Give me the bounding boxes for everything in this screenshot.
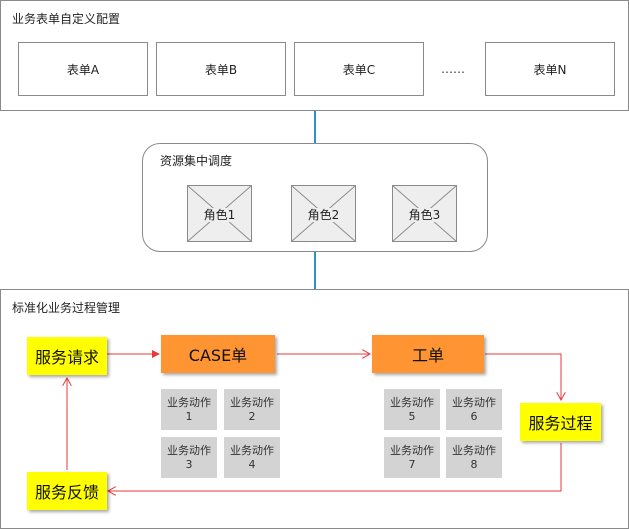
action-number: 8 [470,457,478,471]
connector-top-middle [314,111,316,144]
action-label: 业务动作 [390,395,434,409]
form-a-box[interactable]: 表单A [18,42,148,96]
resource-scheduling-title: 资源集中调度 [160,154,233,168]
action-label: 业务动作 [230,395,274,409]
action-number: 4 [248,457,256,471]
process-management-title: 标准化业务过程管理 [12,301,121,315]
work-order-node[interactable]: 工单 [372,335,484,373]
action-number: 7 [408,457,416,471]
action-label: 业务动作 [167,395,211,409]
case-order-node[interactable]: CASE单 [161,335,275,373]
form-config-title: 业务表单自定义配置 [12,12,121,26]
action-number: 3 [185,457,193,471]
service-feedback-node[interactable]: 服务反馈 [27,472,107,510]
connector-middle-bottom [314,251,316,289]
form-b-box[interactable]: 表单B [156,42,286,96]
action-number: 1 [185,409,193,423]
action-label: 业务动作 [452,443,496,457]
action-number: 2 [248,409,256,423]
work-action-5[interactable]: 业务动作 5 [384,389,440,430]
work-action-6[interactable]: 业务动作 6 [446,389,502,430]
role-2-label: 角色2 [306,208,341,222]
case-action-1[interactable]: 业务动作 1 [161,389,217,430]
role-1[interactable]: 角色1 [187,185,252,242]
action-number: 6 [470,409,478,423]
form-n-box[interactable]: 表单N [485,42,615,96]
role-3[interactable]: 角色3 [392,185,457,242]
form-c-box[interactable]: 表单C [294,42,424,96]
case-action-2[interactable]: 业务动作 2 [224,389,280,430]
role-3-label: 角色3 [407,208,442,222]
action-label: 业务动作 [452,395,496,409]
work-action-7[interactable]: 业务动作 7 [384,437,440,478]
role-1-label: 角色1 [202,208,237,222]
service-request-node[interactable]: 服务请求 [27,337,107,375]
action-label: 业务动作 [167,443,211,457]
case-action-3[interactable]: 业务动作 3 [161,437,217,478]
forms-ellipsis: …… [441,62,465,76]
role-2[interactable]: 角色2 [291,185,356,242]
action-label: 业务动作 [230,443,274,457]
service-process-node[interactable]: 服务过程 [520,403,601,441]
action-label: 业务动作 [390,443,434,457]
case-action-4[interactable]: 业务动作 4 [224,437,280,478]
work-action-8[interactable]: 业务动作 8 [446,437,502,478]
action-number: 5 [408,409,416,423]
